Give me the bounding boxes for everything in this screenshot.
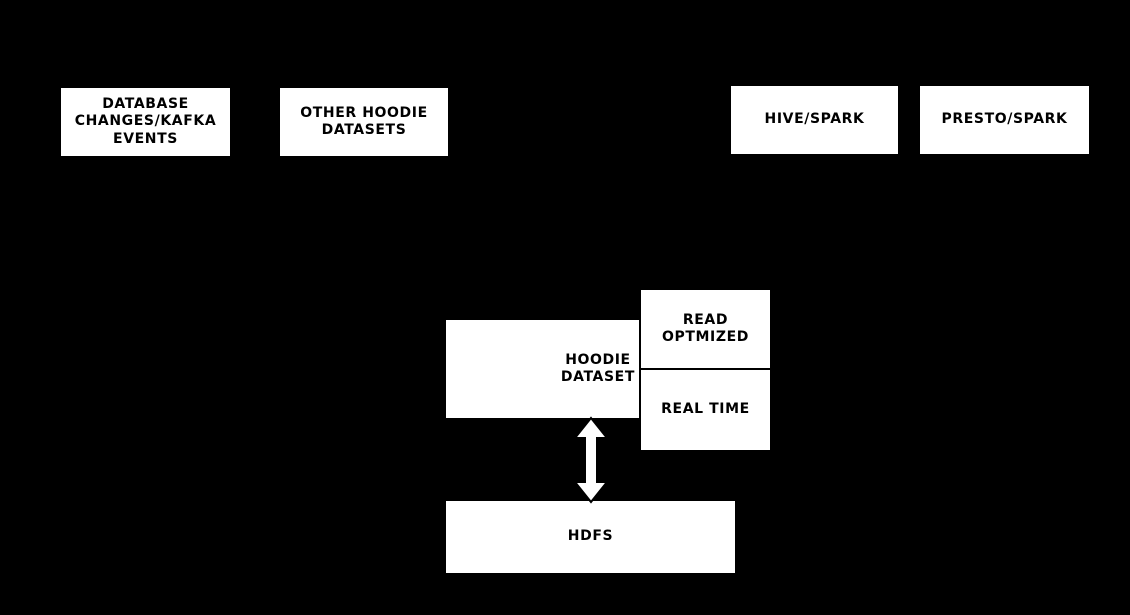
node-hive-spark[interactable]: HIVE/SPARK xyxy=(731,86,898,154)
node-label: PRESTO/SPARK xyxy=(941,111,1068,128)
node-presto-spark[interactable]: PRESTO/SPARK xyxy=(920,86,1089,154)
node-label: OTHER HOODIE DATASETS xyxy=(300,104,428,138)
node-label: REAL TIME xyxy=(661,401,750,418)
node-label: DATABASE CHANGES/KAFKA EVENTS xyxy=(74,96,217,147)
node-database-changes-kafka-events[interactable]: DATABASE CHANGES/KAFKA EVENTS xyxy=(61,88,230,156)
node-hoodie-dataset[interactable]: HOODIE DATASET xyxy=(446,320,639,418)
node-label: HDFS xyxy=(567,528,614,545)
double-headed-arrow-icon xyxy=(572,416,610,504)
node-label: HIVE/SPARK xyxy=(764,111,865,128)
node-label: HOODIE DATASET xyxy=(560,351,635,385)
node-label: READ OPTMIZED xyxy=(662,311,749,345)
node-read-optimized-view[interactable]: READ OPTMIZED xyxy=(641,290,770,370)
node-hdfs[interactable]: HDFS xyxy=(446,501,735,573)
node-other-hoodie-datasets[interactable]: OTHER HOODIE DATASETS xyxy=(280,88,448,156)
node-real-time-view[interactable]: REAL TIME xyxy=(641,370,770,450)
